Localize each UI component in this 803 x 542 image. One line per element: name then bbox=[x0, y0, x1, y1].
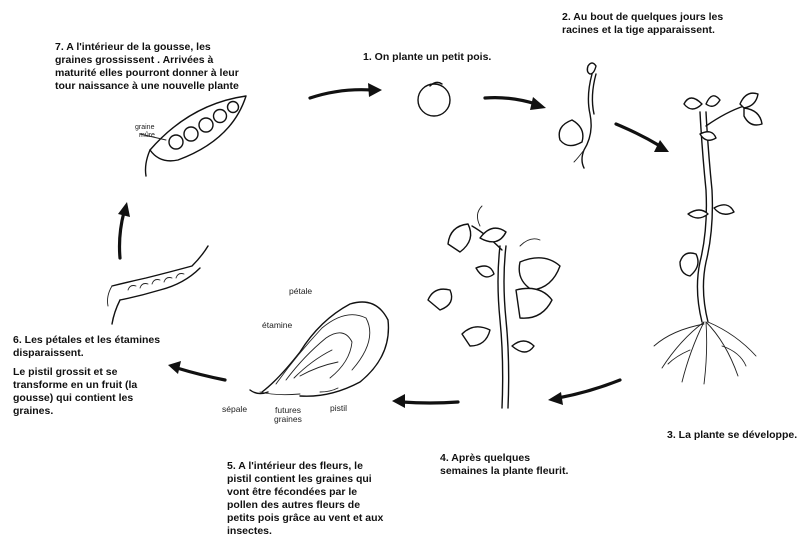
step-5-line: pollen des autres fleurs de bbox=[227, 499, 383, 512]
step-7-line: graines grossissent . Arrivées à bbox=[55, 54, 239, 67]
step-7-line: 7. A l'intérieur de la gousse, les bbox=[55, 41, 239, 54]
step-5-line: 5. A l'intérieur des fleurs, le bbox=[227, 460, 383, 473]
step-2-line: 2. Au bout de quelques jours les bbox=[562, 11, 723, 24]
step-1-line: 1. On plante un petit pois. bbox=[363, 51, 491, 64]
germinating-seed-drawing bbox=[559, 63, 596, 168]
step-3-caption: 3. La plante se développe. bbox=[667, 429, 797, 442]
step-4-line: 4. Après quelques bbox=[440, 452, 568, 465]
step-5-line: petits pois grâce au vent et aux bbox=[227, 512, 383, 525]
step-7-caption: 7. A l'intérieur de la gousse, les grain… bbox=[55, 41, 239, 93]
step-6-line: disparaissent. bbox=[13, 347, 160, 360]
developing-pod-drawing bbox=[108, 246, 209, 324]
step-6-line: 6. Les pétales et les étamines bbox=[13, 334, 160, 347]
step-1-caption: 1. On plante un petit pois. bbox=[363, 51, 491, 64]
cycle-arrow-3-to-4 bbox=[548, 380, 620, 405]
cycle-arrow-7-to-1 bbox=[310, 83, 382, 98]
mature-pod-drawing bbox=[140, 96, 246, 176]
developed-plant-drawing bbox=[654, 93, 762, 384]
step-3-line: 3. La plante se développe. bbox=[667, 429, 797, 442]
step-5-caption: 5. A l'intérieur des fleurs, le pistil c… bbox=[227, 460, 383, 538]
label-pistil: pistil bbox=[330, 404, 347, 413]
label-petale: pétale bbox=[289, 287, 312, 296]
step-2-caption: 2. Au bout de quelques jours les racines… bbox=[562, 11, 723, 37]
step-5-line: insectes. bbox=[227, 525, 383, 538]
label-sepale: sépale bbox=[222, 405, 247, 414]
step-5-line: vont être fécondées par le bbox=[227, 486, 383, 499]
step-7-line: maturité elles pourront donner à leur bbox=[55, 67, 239, 80]
step-6-line: Le pistil grossit et se bbox=[13, 366, 160, 379]
label-futures-graines-line2: graines bbox=[274, 415, 302, 424]
step-6-line: transforme en un fruit (la bbox=[13, 379, 160, 392]
cycle-arrow-5-to-6 bbox=[168, 361, 225, 380]
flower-section-drawing bbox=[250, 302, 388, 396]
label-etamine: étamine bbox=[262, 321, 292, 330]
step-4-line: semaines la plante fleurit. bbox=[440, 465, 568, 478]
step-4-caption: 4. Après quelques semaines la plante fle… bbox=[440, 452, 568, 478]
cycle-arrow-6-to-7 bbox=[118, 202, 130, 258]
cycle-arrow-2-to-3 bbox=[616, 124, 669, 152]
step-5-line: pistil contient les graines qui bbox=[227, 473, 383, 486]
step-6-line: graines. bbox=[13, 405, 160, 418]
label-graine-mure-line1: graine bbox=[135, 124, 154, 132]
cycle-arrow-1-to-2 bbox=[485, 97, 546, 110]
step-2-line: racines et la tige apparaissent. bbox=[562, 24, 723, 37]
step-6-line: gousse) qui contient les bbox=[13, 392, 160, 405]
flowering-plant-drawing bbox=[428, 206, 560, 408]
step-6-caption: 6. Les pétales et les étamines disparais… bbox=[13, 334, 160, 418]
label-graine-mure-line2: mûre bbox=[139, 132, 155, 140]
step-7-line: tour naissance à une nouvelle plante bbox=[55, 80, 239, 93]
cycle-arrow-4-to-5 bbox=[392, 394, 458, 408]
seed-drawing bbox=[418, 82, 450, 116]
